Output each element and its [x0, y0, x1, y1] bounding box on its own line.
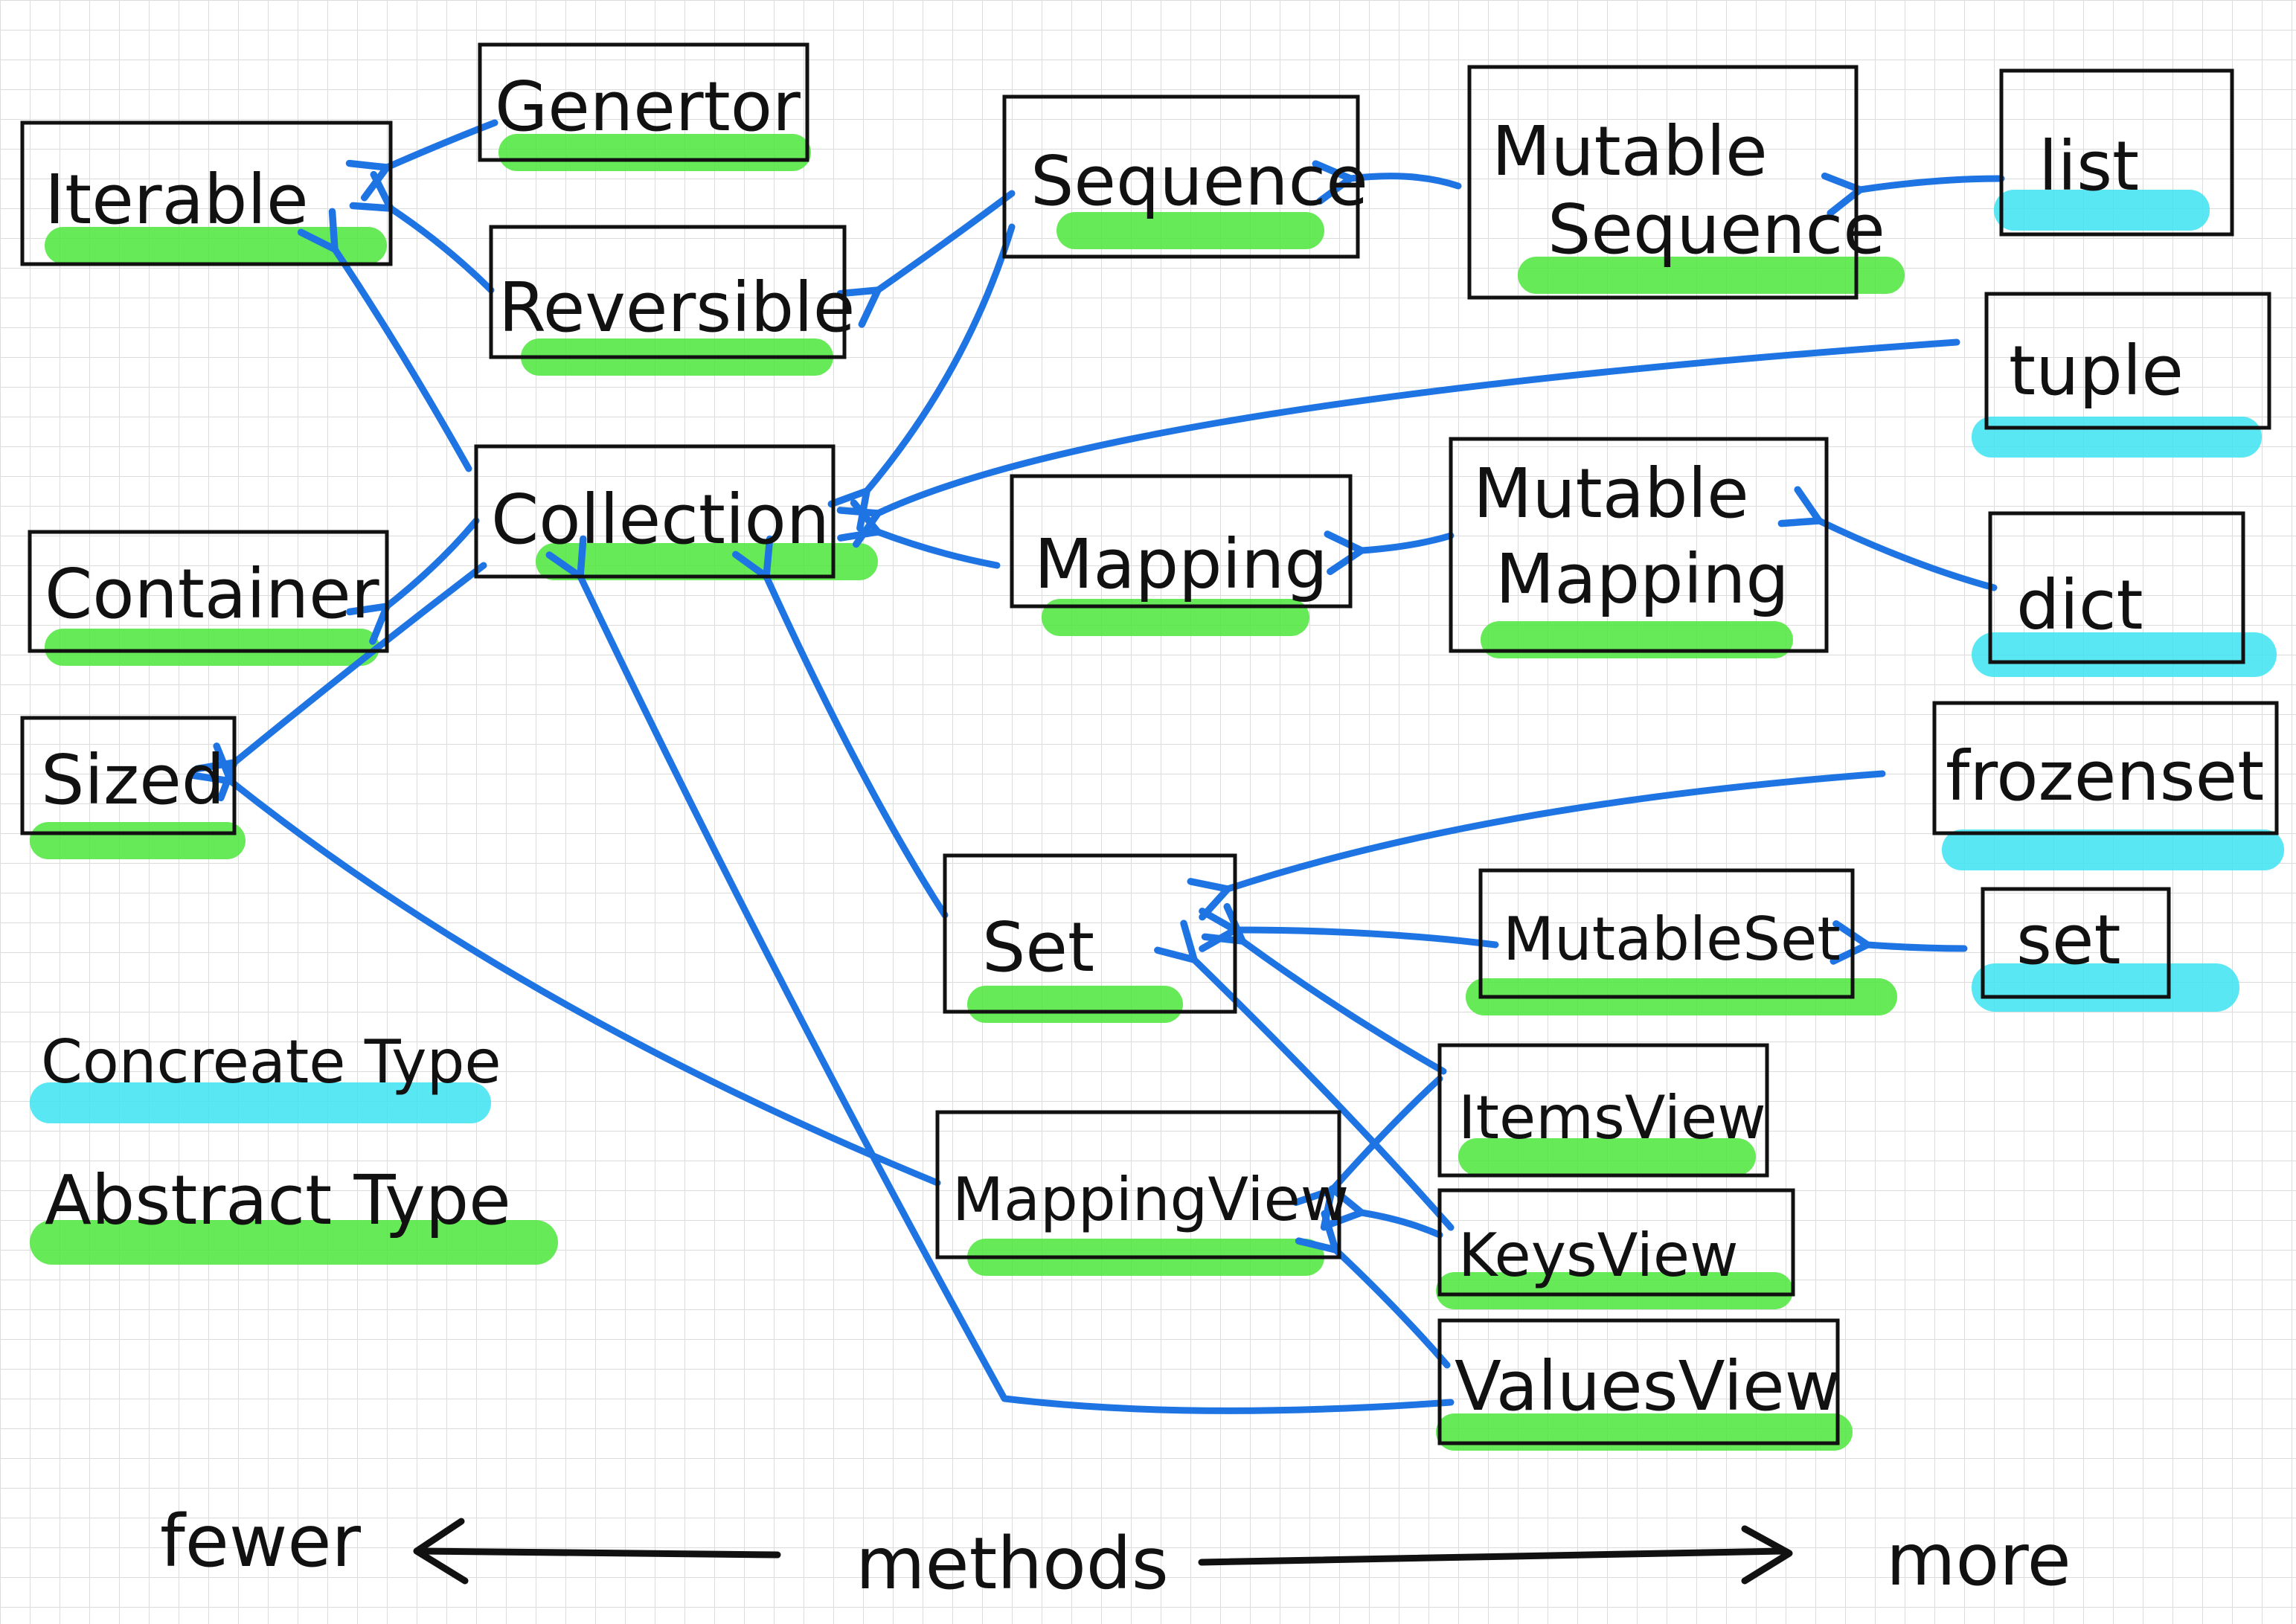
highlight-tuple — [1972, 417, 2262, 458]
highlight-list — [1994, 190, 2210, 231]
arrow-frozenset-to-set — [1187, 770, 1886, 921]
highlight-items-view — [1458, 1138, 1756, 1175]
box-generator — [478, 42, 809, 162]
box-mapping — [1010, 474, 1353, 609]
box-keys-view — [1437, 1188, 1795, 1297]
axis-methods-label: methods — [856, 1522, 1169, 1605]
highlight-legend-abstract — [30, 1220, 558, 1265]
label-keys-view: KeysView — [1458, 1221, 1739, 1290]
axis-fewer-label: fewer — [160, 1500, 361, 1583]
label-dict: dict — [2016, 565, 2143, 645]
box-values-view — [1437, 1318, 1840, 1445]
highlight-set — [1972, 963, 2239, 1012]
arrow-values-view-to-collection — [545, 535, 1455, 1414]
arrow-set-to-mutable-set — [1830, 919, 1968, 965]
label-list: list — [2039, 126, 2139, 206]
box-mutable-sequence — [1467, 65, 1859, 300]
highlight-sequence — [1056, 212, 1324, 249]
label-reversible: Reversible — [498, 268, 855, 347]
box-mapping-view — [935, 1110, 1341, 1259]
label-generator: Genertor — [495, 67, 801, 147]
highlight-mutable-sequence — [1518, 257, 1905, 294]
box-reversible — [489, 225, 847, 359]
box-iterable — [20, 121, 393, 266]
box-frozenset — [1932, 701, 2279, 835]
label-mapping: Mapping — [1034, 524, 1328, 604]
methods-axis: fewer methods more — [160, 1500, 2071, 1605]
highlight-frozenset — [1942, 829, 2284, 870]
box-set — [1981, 887, 2171, 999]
box-sized — [20, 716, 237, 835]
label-mutable-sequence-line2: Sequence — [1548, 190, 1885, 269]
arrow-values-view-to-mapping-view — [1295, 1210, 1451, 1369]
arrow-items-view-to-mapping-view — [1292, 1075, 1443, 1231]
highlight-keys-view — [1436, 1272, 1793, 1309]
highlight-dict — [1972, 632, 2277, 677]
label-mutable-mapping-line1: Mutable — [1473, 454, 1749, 533]
box-collection — [474, 444, 836, 579]
label-mapping-view: MappingView — [952, 1165, 1349, 1234]
arrow-tuple-to-collection — [836, 338, 1960, 548]
box-list — [1999, 68, 2234, 237]
arrow-items-view-to-set — [1201, 902, 1447, 1075]
label-mutable-sequence-line1: Mutable — [1492, 112, 1768, 191]
arrow-sequence-to-collection — [827, 223, 1016, 532]
arrow-mapping-to-collection — [837, 499, 1001, 569]
box-container — [28, 530, 389, 653]
arrow-collection-to-iterable — [297, 208, 472, 472]
arrow-generator-to-iterable — [345, 119, 498, 202]
arrow-reversible-to-iterable — [349, 170, 495, 294]
box-items-view — [1437, 1043, 1769, 1178]
box-set-abc — [943, 853, 1237, 1014]
axis-more-label: more — [1886, 1518, 2071, 1602]
highlight-sized — [30, 822, 246, 859]
arrow-dict-to-mutable-mapping — [1777, 486, 1998, 591]
inheritance-arrows — [190, 119, 2005, 1414]
label-mutable-set: MutableSet — [1503, 905, 1841, 974]
legend: Concreate Type Abstract Type — [41, 1027, 511, 1240]
label-set-abc: Set — [982, 908, 1094, 987]
legend-concrete-label: Concreate Type — [41, 1027, 501, 1097]
label-container: Container — [45, 554, 379, 634]
label-values-view: ValuesView — [1455, 1347, 1841, 1426]
highlight-collection — [536, 543, 878, 580]
arrow-mutable-mapping-to-mapping — [1324, 530, 1455, 576]
arrow-sequence-to-reversible — [836, 190, 1016, 328]
label-tuple: tuple — [2009, 331, 2184, 411]
axis-right-arrow — [1198, 1525, 1793, 1585]
label-sequence: Sequence — [1030, 141, 1368, 221]
box-mutable-set — [1478, 868, 1855, 999]
node-labels: Iterable Genertor Reversible Sequence Mu… — [41, 67, 2264, 1426]
axis-left-arrow — [413, 1518, 781, 1585]
box-dict — [1988, 511, 2245, 664]
arrow-set-to-collection — [732, 535, 949, 919]
label-frozenset: frozenset — [1946, 736, 2264, 816]
highlight-legend-concrete — [30, 1082, 491, 1123]
node-boxes — [20, 42, 2279, 1445]
arrow-mutable-set-to-set — [1199, 908, 1499, 952]
arrow-collection-to-container — [346, 517, 480, 645]
arrow-mapping-view-to-sized — [190, 742, 941, 1187]
legend-abstract-label: Abstract Type — [45, 1161, 511, 1240]
box-sequence — [1002, 94, 1360, 259]
arrow-mutable-sequence-to-sequence — [1312, 160, 1462, 205]
label-sized: Sized — [41, 740, 225, 820]
highlight-container — [45, 629, 379, 666]
box-tuple — [1984, 292, 2271, 430]
box-mutable-mapping — [1449, 437, 1829, 653]
label-set: set — [2016, 900, 2121, 980]
arrow-keys-view-to-mapping-view — [1322, 1185, 1443, 1239]
arrow-collection-to-sized — [193, 562, 487, 802]
arrow-list-to-mutable-sequence — [1821, 172, 2005, 217]
label-collection: Collection — [491, 480, 830, 559]
label-mutable-mapping-line2: Mapping — [1495, 539, 1789, 619]
label-items-view: ItemsView — [1458, 1083, 1766, 1152]
label-iterable: Iterable — [45, 160, 309, 240]
highlight-set-abc — [967, 986, 1183, 1023]
